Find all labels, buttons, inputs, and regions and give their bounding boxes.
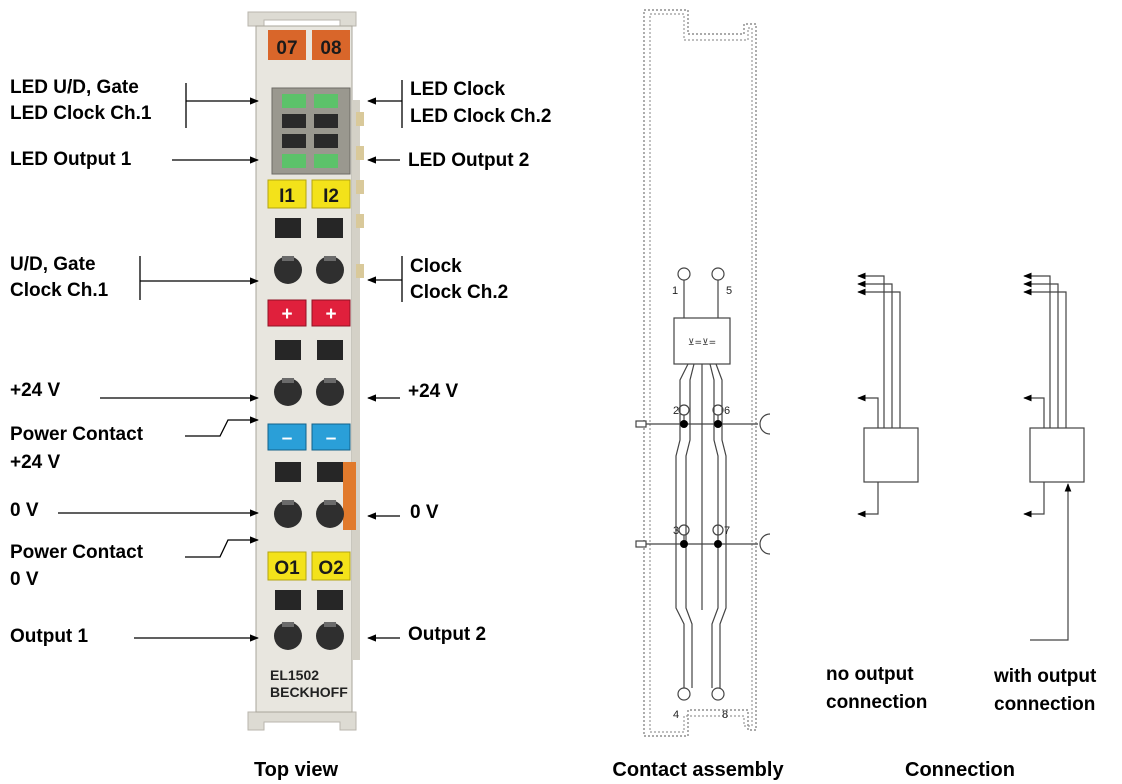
- connection-box-with-output: [1029, 427, 1085, 483]
- led-clock: [314, 94, 338, 108]
- caption-top-view: Top view: [254, 759, 339, 781]
- output-tag-left-text: O1: [274, 558, 300, 579]
- input-tag-right: [311, 179, 351, 209]
- input-tag-left-text: I1: [279, 186, 295, 207]
- model-label: EL1502: [270, 667, 319, 683]
- housing-outline: [643, 9, 757, 737]
- plus-tag-right-text: +: [325, 304, 336, 325]
- contact-pin-8: 8: [722, 709, 728, 721]
- plus-tag-left-text: +: [281, 304, 292, 325]
- contact-pin-1: 1: [672, 285, 678, 297]
- label-led-clock: LED Clock: [410, 79, 505, 100]
- led-tag-left-text: 07: [276, 38, 297, 59]
- label-led-clock-ch2: LED Clock Ch.2: [410, 106, 551, 127]
- led-output-1: [282, 154, 306, 168]
- terminal-point-1[interactable]: [274, 256, 302, 284]
- input-tag-left: [267, 179, 307, 209]
- caption-contact-assembly: Contact assembly: [612, 759, 784, 781]
- label-output-1: Output 1: [10, 626, 89, 647]
- svg-text:⊻=⊻=: ⊻=⊻=: [688, 338, 716, 348]
- minus-tag-left: [267, 423, 307, 451]
- minus-tag-left-text: –: [282, 428, 293, 449]
- contact-pin-4: 4: [673, 709, 679, 721]
- connection-with-output: [1023, 272, 1085, 641]
- terminal-point-5[interactable]: [316, 256, 344, 284]
- label-0v-right: 0 V: [410, 502, 439, 523]
- contact-assembly: ⊻=⊻=: [635, 9, 771, 737]
- label-with-output-line2: connection: [994, 694, 1095, 715]
- label-ud-gate: U/D, Gate: [10, 254, 96, 275]
- label-led-output-1: LED Output 1: [10, 149, 132, 170]
- led-tag-right: [312, 30, 350, 60]
- output-tag-right-text: O2: [318, 558, 343, 579]
- led-ud-gate: [282, 94, 306, 108]
- contact-pin-3: 3: [673, 525, 679, 537]
- contact-pin-2: 2: [673, 405, 679, 417]
- right-labels: [367, 80, 403, 642]
- connection-no-output: [857, 272, 919, 518]
- output-tag-left: [267, 551, 307, 581]
- input-tag-right-text: I2: [323, 186, 339, 207]
- label-clock-ch2: Clock Ch.2: [410, 282, 508, 303]
- contact-pin-5: 5: [726, 285, 732, 297]
- label-power-contact-2: Power Contact: [10, 542, 144, 563]
- led-tag-right-text: 08: [320, 38, 341, 59]
- terminal-point-8[interactable]: [316, 622, 344, 650]
- brand-logo: BECKHOFF: [270, 684, 348, 700]
- led-output-2: [314, 154, 338, 168]
- plus-tag-right: [311, 299, 351, 327]
- label-plus24v-left: +24 V: [10, 380, 61, 401]
- label-led-output-2: LED Output 2: [408, 150, 529, 171]
- output-tag-right: [311, 551, 351, 581]
- label-clock: Clock: [410, 256, 462, 277]
- label-led-ud-gate: LED U/D, Gate: [10, 77, 139, 98]
- label-power-contact-1: Power Contact: [10, 424, 144, 445]
- input-stage-box: [673, 317, 731, 365]
- contact-pin-7: 7: [724, 525, 730, 537]
- connection-box-no-output: [863, 427, 919, 483]
- label-no-output-line2: connection: [826, 692, 927, 713]
- terminal-point-6[interactable]: [316, 378, 344, 406]
- caption-connection: Connection: [905, 759, 1015, 781]
- label-power-contact-2-value: 0 V: [10, 569, 39, 590]
- label-plus24v-right: +24 V: [408, 381, 459, 402]
- label-with-output-line1: with output: [993, 666, 1097, 687]
- terminal-point-4[interactable]: [274, 622, 302, 650]
- label-no-output-line1: no output: [826, 664, 914, 685]
- label-led-clock-ch1: LED Clock Ch.1: [10, 103, 152, 124]
- plus-tag-left: [267, 299, 307, 327]
- terminal-point-2[interactable]: [274, 378, 302, 406]
- minus-tag-right: [311, 423, 351, 451]
- terminal-module: 07 08 I1 I2 + +: [247, 11, 364, 731]
- label-clock-ch1: Clock Ch.1: [10, 280, 109, 301]
- led-tag-left: [268, 30, 306, 60]
- minus-tag-right-text: –: [326, 428, 337, 449]
- terminal-point-3[interactable]: [274, 500, 302, 528]
- orange-marker: [343, 462, 356, 530]
- terminal-point-7[interactable]: [316, 500, 344, 528]
- label-output-2: Output 2: [408, 624, 486, 645]
- left-labels: [58, 83, 259, 642]
- contact-pin-6: 6: [724, 405, 730, 417]
- label-0v-left: 0 V: [10, 500, 39, 521]
- label-power-contact-1-value: +24 V: [10, 452, 61, 473]
